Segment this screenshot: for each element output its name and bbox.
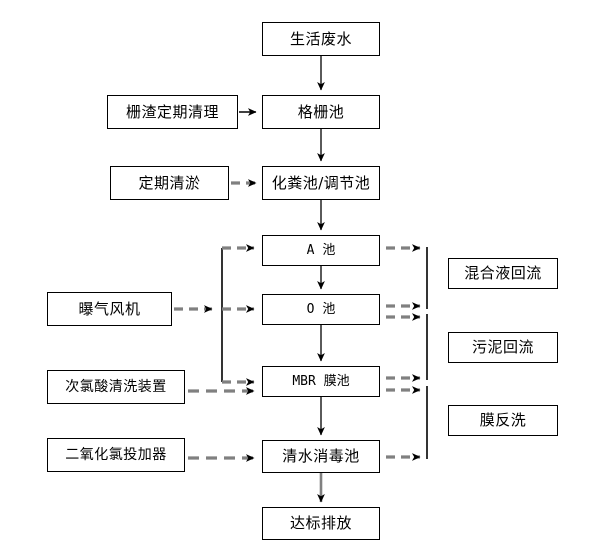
node-domestic-wastewater[interactable]: 生活废水 <box>262 22 380 56</box>
node-o-tank[interactable]: O 池 <box>262 294 380 325</box>
node-label: 污泥回流 <box>471 338 534 356</box>
node-label: 化粪池/调节池 <box>271 173 371 192</box>
node-sludge-return[interactable]: 污泥回流 <box>448 332 558 363</box>
node-membrane-backwash[interactable]: 膜反洗 <box>448 405 558 436</box>
return-bus-sludge <box>386 313 428 382</box>
node-label: 生活废水 <box>289 29 352 48</box>
node-label: 定期清淤 <box>138 173 201 192</box>
node-regular-desilting[interactable]: 定期清淤 <box>110 166 229 200</box>
return-bus-membrane-backwash <box>386 386 428 461</box>
node-label: 二氧化氯投加器 <box>65 447 167 463</box>
node-a-tank[interactable]: A 池 <box>262 235 380 266</box>
return-bus-mixed-liquor <box>386 244 428 310</box>
node-septic-regulating-tank[interactable]: 化粪池/调节池 <box>262 166 380 200</box>
node-label: 格栅池 <box>297 102 345 121</box>
node-mixed-liquor-return[interactable]: 混合液回流 <box>448 258 558 289</box>
node-label: 膜反洗 <box>479 411 527 429</box>
node-label: A 池 <box>306 243 336 258</box>
node-label: MBR 膜池 <box>292 374 350 389</box>
node-label: 次氯酸清洗装置 <box>65 379 167 395</box>
node-screenings-regular-cleaning[interactable]: 栅渣定期清理 <box>107 95 238 129</box>
node-label: 栅渣定期清理 <box>125 102 219 121</box>
node-label: 清水消毒池 <box>282 447 360 465</box>
node-grille-tank[interactable]: 格栅池 <box>262 95 380 129</box>
node-label: 曝气风机 <box>78 299 141 318</box>
node-aeration-blower[interactable]: 曝气风机 <box>47 292 172 326</box>
node-label: 达标排放 <box>289 514 352 532</box>
node-label: 混合液回流 <box>464 264 542 282</box>
node-hypochlorous-acid-cleaning-device[interactable]: 次氯酸清洗装置 <box>47 370 185 404</box>
node-label: O 池 <box>306 302 336 317</box>
node-mbr-membrane-tank[interactable]: MBR 膜池 <box>262 366 380 397</box>
node-chlorine-dioxide-doser[interactable]: 二氧化氯投加器 <box>47 438 185 472</box>
node-clean-water-disinfection-tank[interactable]: 清水消毒池 <box>262 440 380 473</box>
aeration-blower-bus <box>174 244 255 386</box>
node-compliant-discharge[interactable]: 达标排放 <box>262 507 380 540</box>
